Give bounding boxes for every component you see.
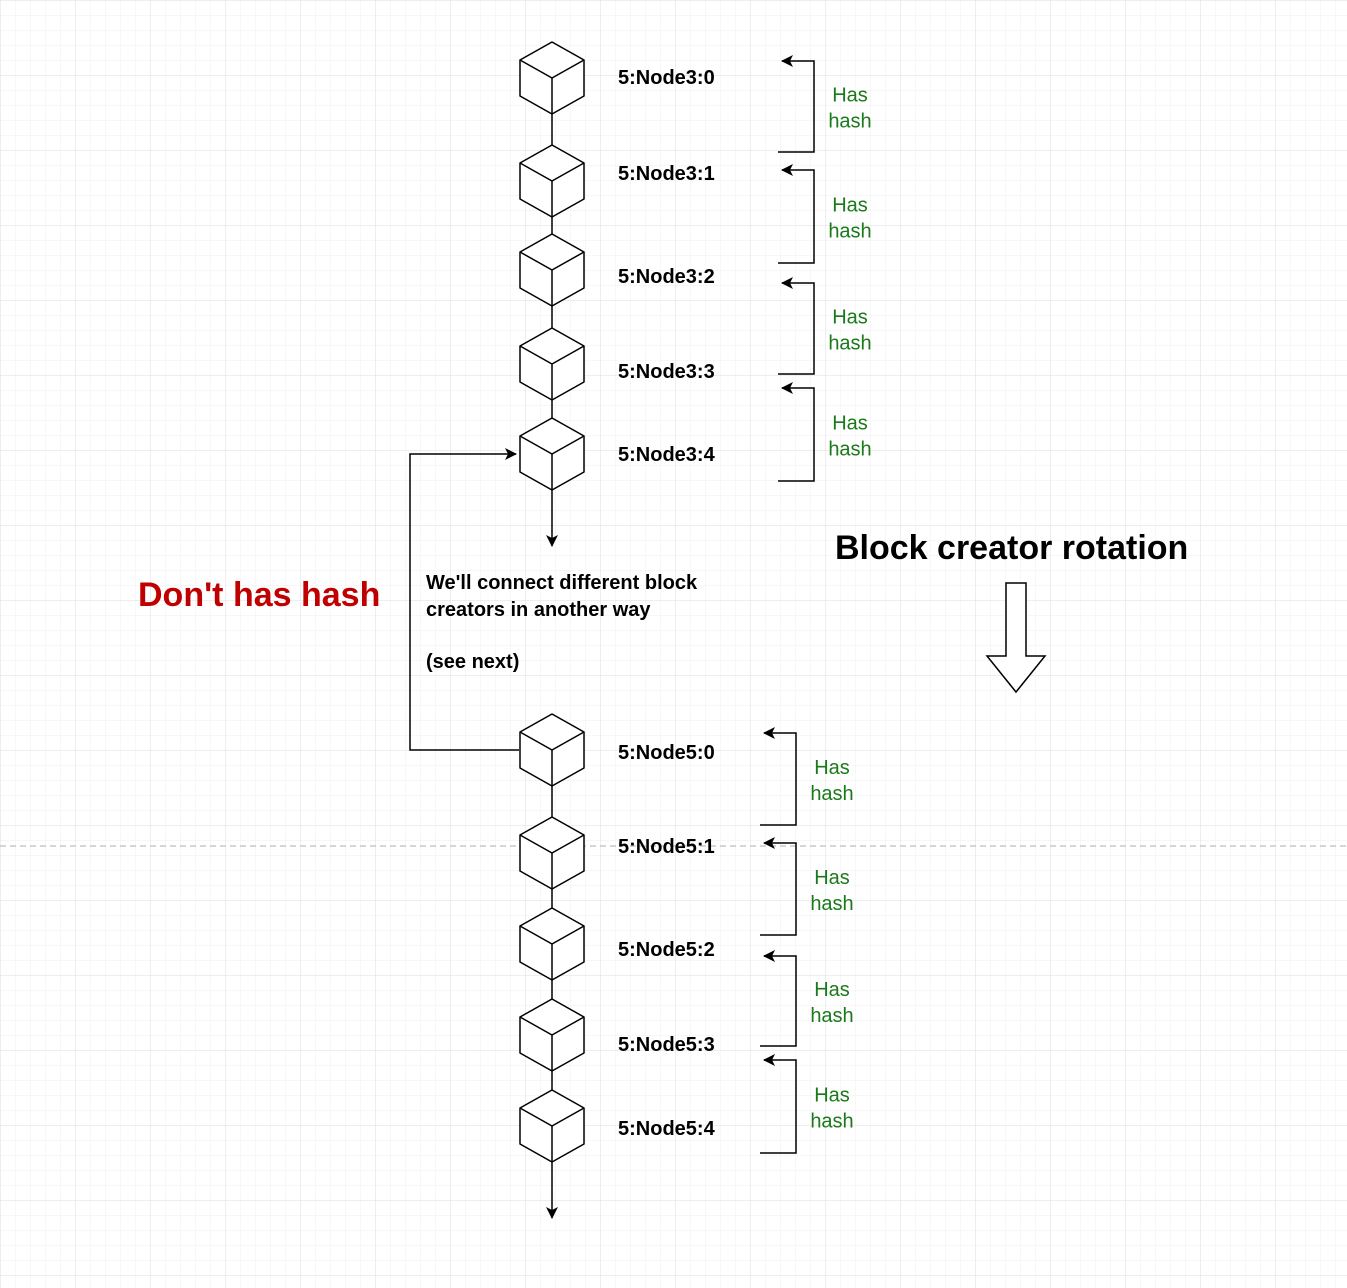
note-line-2: creators in another way [426,599,651,621]
hash-link-arrow [778,55,815,153]
hash-link-arrow [760,1054,797,1154]
hash-link-arrow [760,727,797,826]
cube-icon [519,233,585,307]
block-label: 5:Node5:4 [618,1118,716,1140]
block-label: 5:Node5:3 [618,1034,715,1056]
cube-icon [519,417,585,491]
cube-icon [519,816,585,890]
cube-icon [519,907,585,981]
bottom-chain: 5:Node5:0 5:Node5:1 5:Node5:2 5:Node5:3 5:No… [519,713,854,1219]
hash-link-arrow [778,277,815,375]
block-label: 5:Node3:2 [618,266,715,288]
cube-icon [519,327,585,401]
cube-icon [519,713,585,787]
block-label: 5:Node5:1 [618,836,715,858]
hash-link-arrow [778,382,815,482]
note-text: We'll connect different block creators i… [426,572,698,673]
block-label: 5:Node5:2 [618,939,715,961]
down-arrow-icon [985,582,1047,694]
block-label: 5:Node3:0 [618,67,715,89]
block-label: 5:Node3:4 [618,444,716,466]
cube-icon [519,41,585,115]
hash-link-arrow [760,837,797,936]
block-label: 5:Node3:1 [618,163,715,185]
connector-label: Don't has hash [138,576,380,614]
cube-icon [519,1089,585,1163]
cube-icon [519,998,585,1072]
note-line-1: We'll connect different block [426,572,698,594]
cross-chain-connector [409,448,519,751]
block-label: 5:Node5:0 [618,742,715,764]
hash-link-arrow [778,164,815,264]
rotation-title: Block creator rotation [835,529,1188,567]
top-chain: 5:Node3:0 5:Node3:1 5:Node3:2 5:Node3:3 5:No… [519,41,872,547]
block-label: 5:Node3:3 [618,361,715,383]
note-line-3: (see next) [426,651,519,673]
cube-icon [519,144,585,218]
hash-link-arrow [760,950,797,1047]
